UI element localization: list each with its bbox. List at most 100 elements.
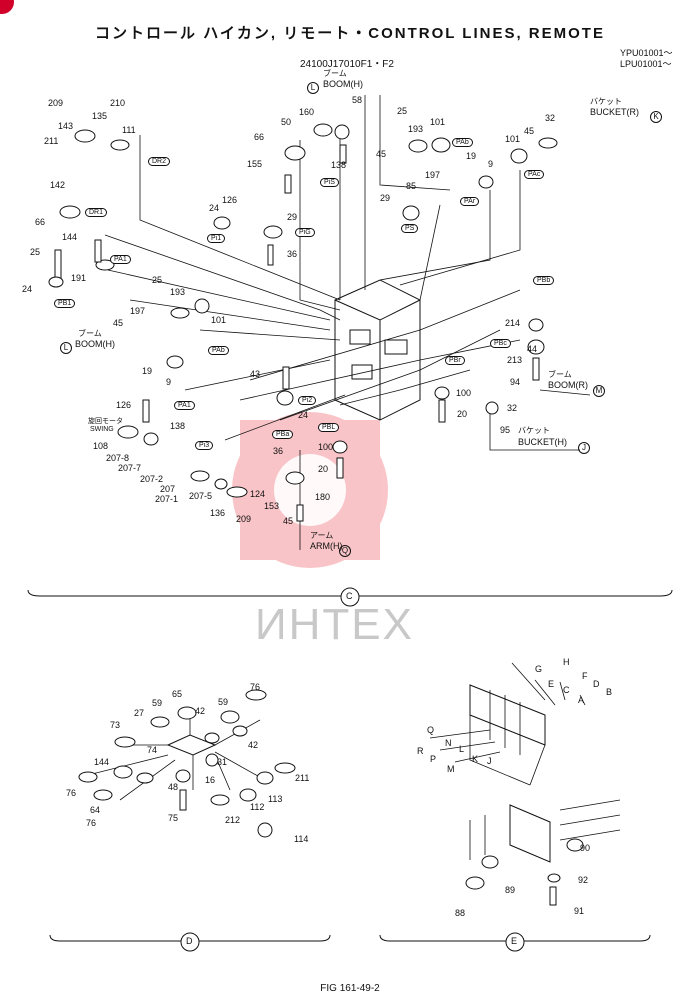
arm-h-label: ARM(H) [310, 541, 343, 551]
part-number: 65 [172, 689, 183, 699]
port-tag: PBr [445, 356, 465, 365]
port-tag: PBa [272, 430, 294, 439]
part-number: 45 [376, 149, 387, 159]
part-number: 89 [505, 885, 516, 895]
part-number: 94 [510, 377, 521, 387]
connector-letter: J [487, 756, 492, 766]
part-number: 25 [397, 106, 408, 116]
bucket-r-jp: バケット [590, 97, 622, 106]
part-number: 193 [170, 287, 186, 297]
port-tag: PB1 [54, 299, 76, 308]
part-number: 210 [110, 98, 126, 108]
part-number: 207-1 [155, 494, 179, 504]
boom-h-top-jp: ブーム [323, 69, 347, 78]
ref-l-left: L [60, 342, 72, 354]
port-tag: PBb [533, 276, 555, 285]
port-tag: PBc [490, 339, 511, 348]
part-number: 32 [545, 113, 556, 123]
part-number: 101 [430, 117, 446, 127]
part-number: 20 [318, 464, 329, 474]
part-number: 16 [205, 775, 216, 785]
arm-h-jp: アーム [310, 531, 334, 540]
connector-letter: E [548, 679, 555, 689]
part-number: 136 [210, 508, 226, 518]
part-number: 48 [168, 782, 179, 792]
part-number: 25 [152, 275, 163, 285]
part-number: 207-2 [140, 474, 164, 484]
ref-k: K [650, 111, 662, 123]
connector-letter: D [593, 679, 600, 689]
part-number: 9 [488, 159, 494, 169]
part-number: 92 [578, 875, 589, 885]
swing-jp: 旋回モータ [88, 418, 123, 425]
part-number: 74 [147, 745, 158, 755]
part-number: 207 [160, 484, 176, 494]
part-number: 45 [113, 318, 124, 328]
part-number: 124 [250, 489, 266, 499]
part-number: 50 [281, 117, 292, 127]
part-number: 29 [287, 212, 298, 222]
part-number: 24 [298, 410, 309, 420]
ref-m: M [593, 385, 605, 397]
part-number: 191 [71, 273, 87, 283]
section-c-label: C [346, 591, 353, 601]
connector-letter: L [459, 744, 465, 754]
part-number: 64 [90, 805, 101, 815]
watermark-text: ИНТЕХ [255, 600, 414, 649]
part-number: 211 [44, 136, 59, 146]
part-number: 155 [247, 159, 263, 169]
part-number: 91 [574, 906, 585, 916]
port-tag: PiG [295, 228, 315, 237]
part-number: 24 [209, 203, 220, 213]
connector-letter: P [430, 754, 437, 764]
serial-line-2: LPU01001～ [620, 59, 672, 69]
part-number: 207-8 [106, 453, 130, 463]
part-number: 85 [406, 181, 417, 191]
connector-letter: A [578, 695, 585, 705]
part-number: 9 [166, 377, 172, 387]
connector-letter: B [606, 687, 613, 697]
ref-j: J [578, 442, 590, 454]
part-number: 138 [170, 421, 186, 431]
part-number: 126 [222, 195, 238, 205]
port-tag: PAc [524, 170, 545, 179]
part-number: 180 [315, 492, 331, 502]
part-number: 42 [195, 706, 206, 716]
part-number: 59 [152, 698, 163, 708]
part-number: 76 [66, 788, 77, 798]
connector-letter: R [417, 746, 424, 756]
part-number: 31 [217, 757, 228, 767]
part-number: 193 [408, 124, 424, 134]
part-number: 45 [283, 516, 294, 526]
part-number: 144 [94, 757, 110, 767]
part-number: 101 [211, 315, 227, 325]
port-tag: Pi2 [298, 396, 317, 405]
boom-r-jp: ブーム [548, 370, 572, 379]
part-number: 73 [110, 720, 121, 730]
part-number: 20 [457, 409, 468, 419]
part-number: 207-5 [189, 491, 213, 501]
connector-letter: G [535, 664, 543, 674]
connector-letter: F [582, 671, 588, 681]
part-number: 197 [425, 170, 441, 180]
bucket-h-jp: バケット [518, 426, 550, 435]
connector-letter: K [472, 754, 479, 764]
part-number: 135 [92, 111, 108, 121]
section-d-drawing [78, 689, 296, 838]
part-number: 44 [527, 344, 538, 354]
part-number: 138 [331, 160, 347, 170]
part-number: 43 [250, 369, 261, 379]
watermark-tooth [340, 420, 380, 460]
part-number: 45 [524, 126, 535, 136]
part-number: 24 [22, 284, 33, 294]
connector-letter: Q [427, 725, 435, 735]
part-number: 36 [273, 446, 284, 456]
part-number: 29 [380, 193, 391, 203]
fittings-section-c [48, 123, 558, 522]
part-number: 112 [250, 802, 265, 812]
part-number: 32 [507, 403, 518, 413]
